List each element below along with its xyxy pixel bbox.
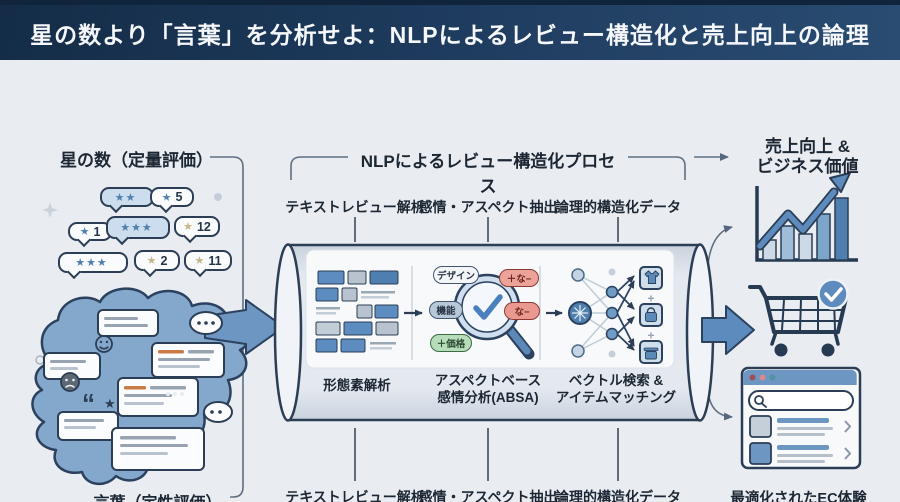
bubble-text-lines [50,317,214,455]
star-bubble: ★★ [100,187,154,207]
morphological-analysis-icon [315,270,399,353]
smiley-face-icon [95,335,113,353]
svg-text:+: + [647,292,654,306]
cylinder-cap-left [273,243,303,422]
pipeline-exit-arrow [701,305,755,355]
stage2-label: アスペクトベース 感情分析(ABSA) [434,373,542,405]
process-top-label-1: テキストレビュー解析 [285,199,425,215]
nlp-bracket-right [628,156,686,180]
header-bar: 星の数より「言葉」を分析せよ：NLPによるレビュー構造化と売上向上の論理 [0,0,900,60]
growth-chart-icon [755,172,858,262]
process-top-label-3: 論理的構造化データ [555,199,681,215]
page-title: 星の数より「言葉」を分析せよ：NLPによるレビュー構造化と売上向上の論理 [30,21,870,48]
vector-search-icon [568,268,635,358]
nlp-process-title: NLPによるレビュー構造化プロセス [360,152,616,196]
review-cloud: “ ★ [31,287,285,485]
words-section-label: 言葉（定性評価） [80,489,235,502]
star-bubble: ★2 [134,250,180,271]
sentiment-tag-negative-top: ＋な− [499,269,539,287]
star-bubble: ★1 [68,222,112,241]
process-bottom-label-2: 感情・アスペクト抽出 [418,489,558,502]
stage1-label: 形態素解析 [323,378,391,393]
aspect-tag-function: 機能 [429,301,463,319]
star-icon: ★ [104,396,116,411]
cloud-to-pipeline-arrow [204,299,285,355]
star-bubble: ★12 [174,216,220,237]
search-bar [748,390,854,411]
quote-icon: “ [82,388,95,418]
tshirt-icon [644,270,660,284]
browser-window-icon [740,366,862,470]
ellipsis-dots [197,321,222,414]
process-top-label-2: 感情・アスペクト抽出 [418,199,558,215]
outcome-title: 売上向上 & ビジネス価値 [756,137,859,176]
star-bubble: ★11 [184,250,232,271]
checkmark-icon [473,294,503,320]
pot-icon [645,351,657,360]
cart-check-icon [748,278,849,357]
sentiment-tag-negative-right: な− [504,302,540,320]
magnifier-icon [453,273,535,360]
star-bubble: ★5 [150,187,194,207]
nlp-bracket-left [290,156,348,180]
list-thumb-1 [749,415,772,438]
aspect-tag-design: デザイン [433,266,479,284]
process-bottom-label-3: 論理的構造化データ [555,489,681,502]
search-icon [754,395,764,405]
cloud-ellipsis-light [166,392,184,396]
star-bubble: ★★★ [106,216,170,239]
diagram-canvas: “ ★ [0,60,900,502]
list-thumb-2 [749,442,772,465]
stars-section-label: 星の数（定量評価） [60,151,213,170]
process-bottom-label-1: テキストレビュー解析 [285,489,425,502]
aspect-tag-price: ＋価格 [430,334,472,352]
item-match-icons: + + [639,266,663,364]
stage3-label: ベクトル検索 & アイテムマッチング [555,373,677,405]
sad-face-icon [60,372,80,392]
check-badge [817,278,849,310]
bag-icon [645,312,657,322]
ec-experience-label: 最適化されたEC体験 [730,491,867,502]
diagram-graphics: “ ★ [31,153,862,498]
svg-text:+: + [647,329,654,343]
star-bubble: ★★★ [58,252,128,273]
